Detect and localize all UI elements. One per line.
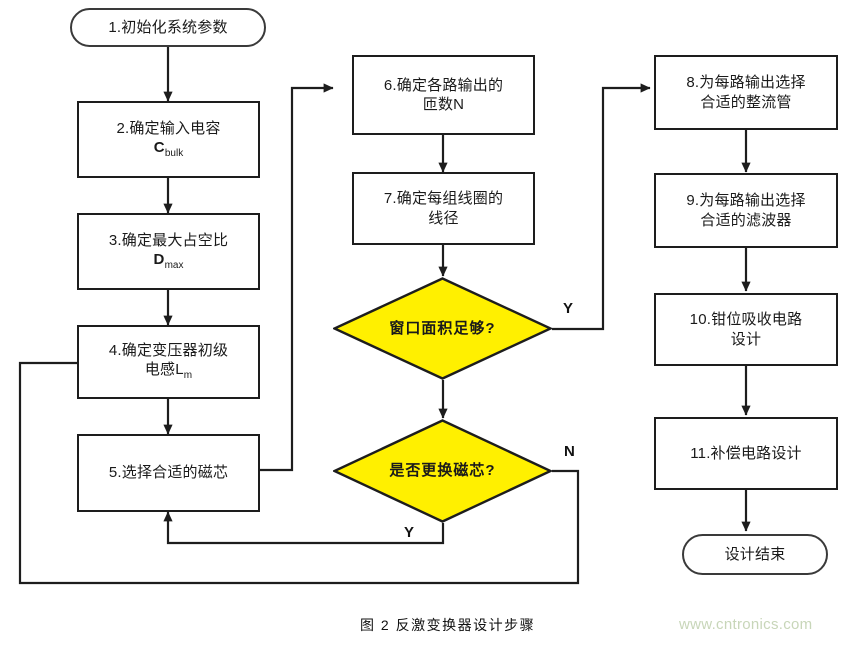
node-step9[interactable]: 9.为每路输出选择 合适的滤波器: [654, 173, 838, 248]
node-step7[interactable]: 7.确定每组线圈的 线径: [352, 172, 535, 245]
node-decision-change-core-label: 是否更换磁芯?: [389, 462, 496, 480]
node-step3[interactable]: 3.确定最大占空比 Dmax: [77, 213, 260, 290]
node-step10-label: 10.钳位吸收电路 设计: [689, 311, 803, 348]
node-step2[interactable]: 2.确定输入电容 Cbulk: [77, 101, 260, 178]
node-step8-label: 8.为每路输出选择 合适的整流管: [686, 74, 806, 111]
edge-dec1-yes-to-step8: [552, 83, 651, 331]
node-step5[interactable]: 5.选择合适的磁芯: [77, 434, 260, 512]
node-step6-label: 6.确定各路输出的 匝数N: [383, 76, 504, 113]
edge-step5-to-step6: [260, 83, 334, 472]
node-decision-window-area[interactable]: 窗口面积足够?: [333, 277, 552, 380]
node-step9-label: 9.为每路输出选择 合适的滤波器: [686, 192, 806, 229]
edge-label-dec1-yes: Y: [563, 300, 574, 317]
node-step2-label: 2.确定输入电容: [116, 119, 221, 137]
edge-label-dec2-yes: Y: [404, 524, 415, 541]
site-watermark: www.cntronics.com: [679, 616, 813, 633]
figure-caption: 图 2 反激变换器设计步骤: [360, 617, 536, 633]
node-start[interactable]: 1.初始化系统参数: [70, 8, 266, 47]
node-step6[interactable]: 6.确定各路输出的 匝数N: [352, 55, 535, 135]
node-step4-sublabel: 电感Lm: [144, 361, 193, 382]
node-step3-sublabel: Dmax: [153, 250, 184, 271]
edge-label-dec2-no: N: [564, 443, 575, 460]
node-step5-label: 5.选择合适的磁芯: [108, 464, 229, 482]
node-step4[interactable]: 4.确定变压器初级 电感Lm: [77, 325, 260, 399]
node-step8[interactable]: 8.为每路输出选择 合适的整流管: [654, 55, 838, 130]
node-step7-label: 7.确定每组线圈的 线径: [383, 190, 504, 227]
node-step2-sublabel: Cbulk: [153, 138, 184, 159]
node-step11-label: 11.补偿电路设计: [690, 444, 802, 462]
node-start-label: 1.初始化系统参数: [108, 18, 228, 36]
node-step10[interactable]: 10.钳位吸收电路 设计: [654, 293, 838, 366]
node-decision-change-core[interactable]: 是否更换磁芯?: [333, 419, 552, 523]
node-step4-label: 4.确定变压器初级: [108, 342, 229, 359]
node-end[interactable]: 设计结束: [682, 534, 828, 575]
node-end-label: 设计结束: [724, 545, 786, 563]
node-step11[interactable]: 11.补偿电路设计: [654, 417, 838, 490]
node-decision-window-area-label: 窗口面积足够?: [389, 319, 496, 337]
node-step3-label: 3.确定最大占空比: [108, 231, 229, 249]
